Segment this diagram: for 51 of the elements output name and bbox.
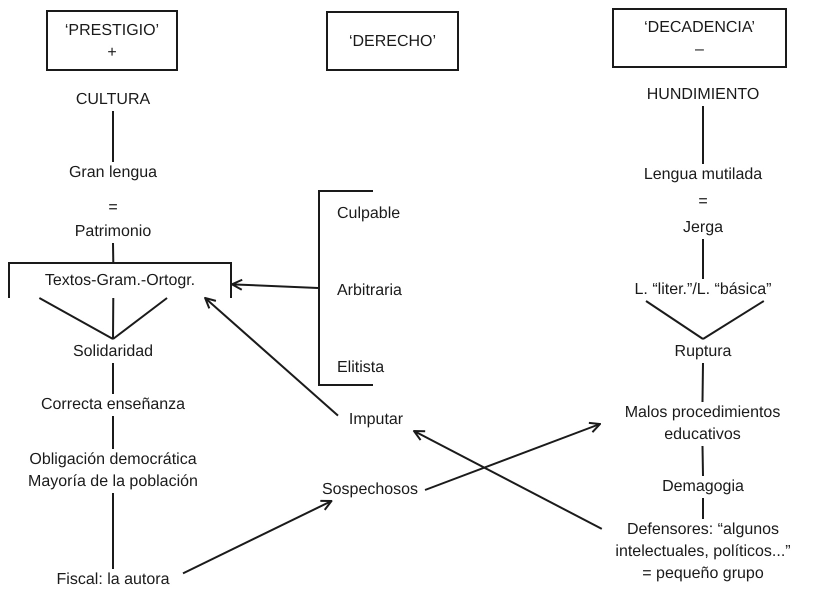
connector-line: [112, 416, 114, 449]
concept-text: ‘PRESTIGIO’: [64, 20, 160, 40]
connector-line: [38, 297, 168, 340]
concept-text: Culpable: [337, 204, 400, 224]
arrow: [424, 422, 601, 491]
connector-line: [702, 362, 704, 402]
concept-text: Patrimonio: [74, 222, 152, 242]
concept-text: Sospechosos: [322, 480, 418, 500]
arrow: [413, 430, 602, 530]
arrow: [231, 278, 318, 291]
concept-text: Lengua mutilada: [644, 165, 762, 185]
equals-label: =: [697, 192, 709, 212]
open-bracket-box: [8, 262, 232, 298]
connector-line: [112, 111, 114, 162]
connector-line: [702, 239, 704, 279]
concept-box: [326, 11, 459, 71]
concept-text: Elitista: [337, 358, 384, 378]
concept-text: Correcta enseñanza: [40, 395, 186, 415]
connector-line: [702, 446, 704, 476]
connector-line: [112, 493, 114, 569]
arrow: [204, 297, 339, 416]
connector-line: [702, 498, 704, 519]
connector-line: [702, 106, 704, 164]
arrow: [182, 500, 332, 574]
connector-line: [112, 242, 114, 262]
equals-label: =: [107, 198, 119, 218]
concept-text: Mayoría de la población: [28, 472, 198, 492]
concept-box: [46, 10, 178, 71]
concept-text: +: [107, 42, 117, 62]
concept-text: –: [695, 40, 704, 60]
concept-text: Ruptura: [674, 342, 732, 362]
concept-box: [612, 8, 787, 68]
concept-text: ‘DERECHO’: [348, 32, 436, 52]
concept-text: = pequeño grupo: [642, 564, 764, 584]
concept-text: Textos-Gram.-Ortogr.: [44, 271, 196, 291]
concept-text: Imputar: [348, 410, 404, 430]
concept-text: Obligación democrática: [29, 450, 197, 470]
concept-text: Jerga: [682, 218, 724, 238]
concept-text: Arbitraria: [337, 281, 402, 301]
connector-line: [112, 363, 114, 394]
concept-text: Malos procedimientos educativos: [624, 403, 782, 445]
concept-text: HUNDIMIENTO: [646, 85, 760, 105]
concept-text: ‘DECADENCIA’: [644, 18, 755, 38]
concept-text: Defensores: “algunos intelectuales, políticos...”: [614, 520, 792, 562]
connector-line: [645, 300, 765, 340]
concept-text: Gran lengua: [68, 163, 158, 183]
concept-text: Fiscal: la autora: [56, 570, 170, 590]
concept-text: CULTURA: [76, 90, 150, 110]
concept-text: L. “liter.”/L. “básica”: [634, 280, 772, 300]
concept-text: Demagogia: [662, 477, 744, 497]
concept-text: Solidaridad: [72, 342, 154, 362]
